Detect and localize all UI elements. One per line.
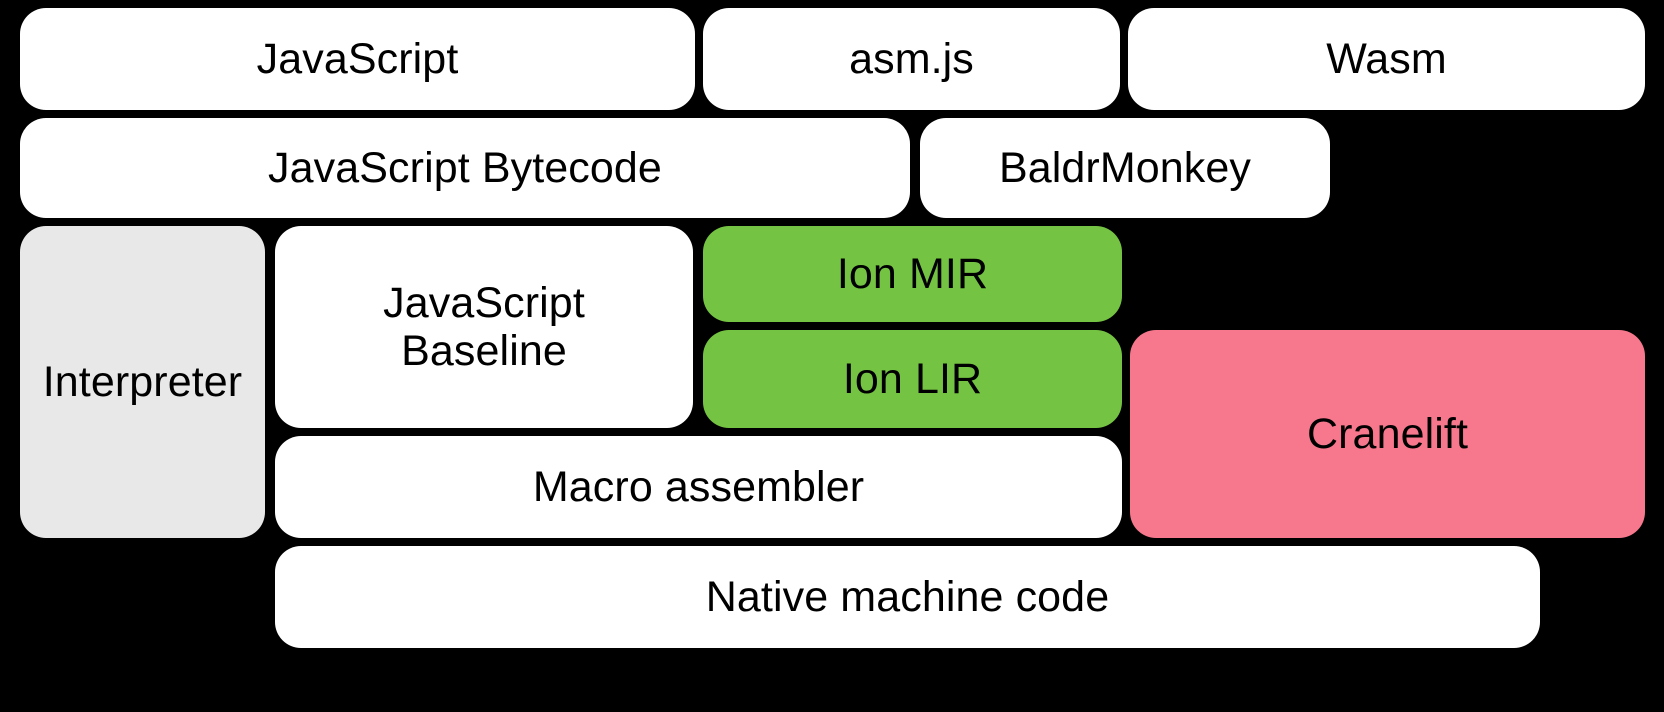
node-native-machine-code: Native machine code [275,546,1540,648]
node-interpreter: Interpreter [20,226,265,538]
node-ion-mir: Ion MIR [703,226,1122,322]
node-asmjs: asm.js [703,8,1120,110]
node-baldrmonkey: BaldrMonkey [920,118,1330,218]
node-javascript-baseline: JavaScript Baseline [275,226,693,428]
node-ion-lir: Ion LIR [703,330,1122,428]
node-javascript-bytecode: JavaScript Bytecode [20,118,910,218]
node-javascript: JavaScript [20,8,695,110]
node-wasm: Wasm [1128,8,1645,110]
node-cranelift: Cranelift [1130,330,1645,538]
node-macro-assembler: Macro assembler [275,436,1122,538]
